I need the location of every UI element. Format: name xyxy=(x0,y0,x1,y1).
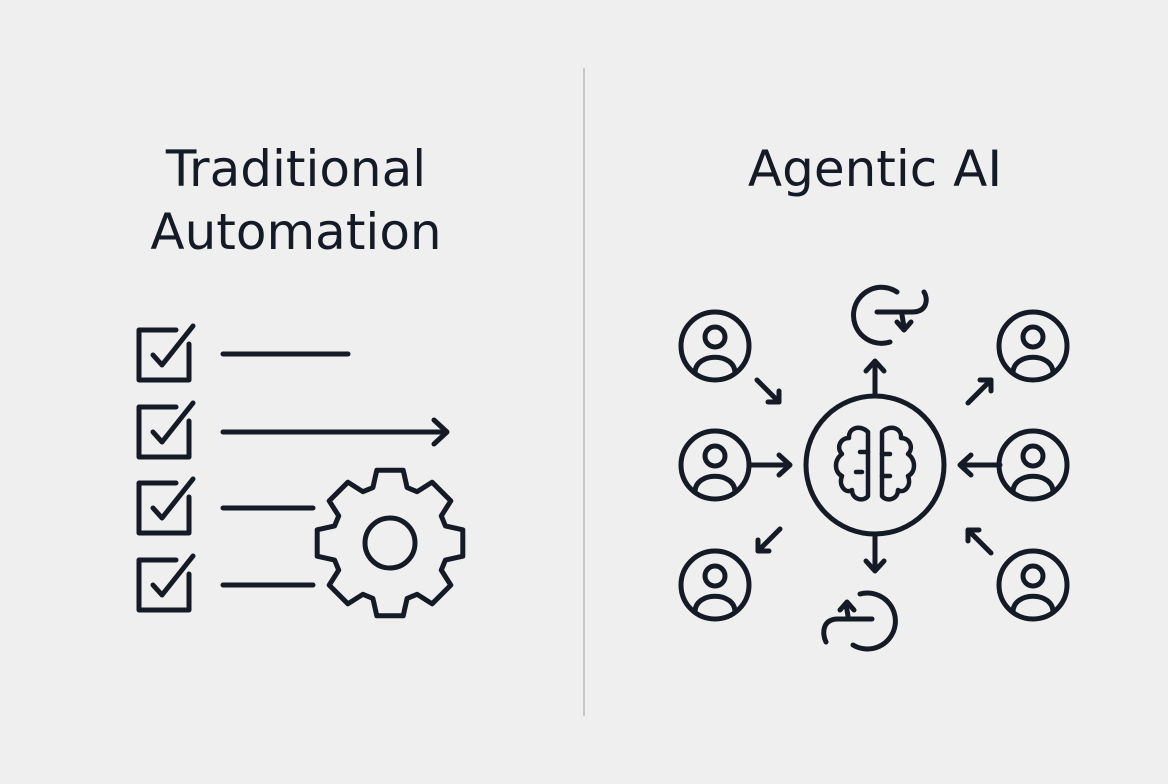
gear-icon xyxy=(314,467,466,619)
brain-icon xyxy=(833,425,917,502)
user-icon xyxy=(996,548,1070,622)
right-title: Agentic AI xyxy=(748,140,1002,198)
user-icon xyxy=(996,428,1070,502)
checkbox-icon xyxy=(136,323,196,383)
checklist xyxy=(136,323,196,613)
user-icon xyxy=(678,428,752,502)
user-icon xyxy=(678,309,752,383)
agent-core-circle xyxy=(803,393,947,537)
checkbox-icon xyxy=(136,553,196,613)
user-icon xyxy=(678,548,752,622)
arrows xyxy=(746,358,1003,574)
refresh-icon xyxy=(851,284,929,346)
refresh-icon xyxy=(821,590,898,652)
task-lines xyxy=(220,351,450,588)
left-title-line2: Automation xyxy=(150,203,441,261)
left-title-line1: Traditional xyxy=(165,140,426,198)
checkbox-icon xyxy=(136,400,196,460)
agent-network xyxy=(678,284,1070,652)
arrow-right-icon xyxy=(431,417,450,447)
checkbox-icon xyxy=(136,476,196,536)
user-icon xyxy=(996,309,1070,383)
